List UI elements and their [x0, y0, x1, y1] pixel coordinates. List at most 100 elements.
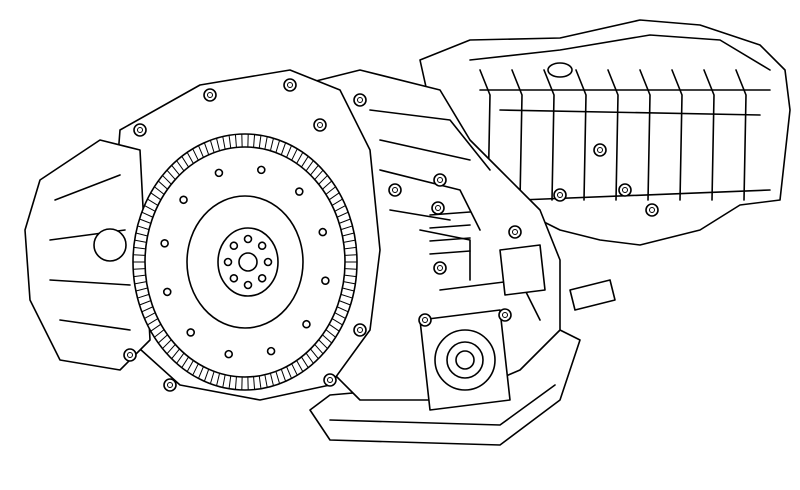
gear-tooth — [144, 205, 156, 212]
bolt-center — [502, 312, 508, 318]
bolt-center — [127, 352, 133, 358]
gear-tooth — [339, 300, 351, 306]
gear-tooth — [133, 254, 146, 256]
bolt-center — [597, 147, 603, 153]
rib — [575, 69, 587, 201]
gear-tooth — [166, 344, 176, 355]
gear-tooth — [342, 287, 355, 292]
flywheel-hole — [321, 276, 330, 285]
gear-tooth — [296, 360, 304, 372]
gear-tooth — [331, 198, 343, 206]
gear-tooth — [144, 312, 156, 319]
gear-tooth — [154, 186, 165, 195]
bolt-head — [123, 348, 137, 362]
flywheel-hole — [160, 239, 169, 248]
gear-tooth — [328, 192, 340, 201]
cooler-line-fitting — [569, 279, 616, 311]
rib — [543, 69, 555, 201]
gear-tooth — [258, 375, 262, 389]
gear-tooth — [228, 375, 232, 389]
gear-tooth — [331, 318, 343, 326]
gear-tooth — [328, 323, 340, 332]
gear-tooth — [322, 334, 333, 344]
gear-tooth — [275, 140, 281, 153]
gear-tooth — [176, 160, 185, 172]
bolt-head — [323, 373, 337, 387]
gear-tooth — [139, 218, 151, 224]
gear-tooth — [336, 211, 349, 218]
bolt-head — [353, 323, 367, 337]
gear-tooth — [186, 152, 194, 164]
bolt-center — [327, 377, 333, 383]
bolt-center — [357, 97, 363, 103]
bolt-head — [508, 225, 522, 239]
hub-bolt-hole — [257, 241, 267, 251]
bolt-center — [557, 192, 563, 198]
gear-tooth — [157, 334, 168, 344]
gear-tooth — [291, 148, 298, 161]
bolt-center — [435, 205, 441, 211]
flywheel-hole — [256, 165, 266, 175]
gear-tooth — [310, 164, 319, 176]
hub-bolt-hole — [223, 257, 233, 267]
gear-tooth — [203, 142, 210, 156]
bolt-head — [433, 261, 447, 275]
gear-tooth — [344, 274, 357, 278]
housing-bolts — [123, 78, 659, 392]
bolt-center — [317, 122, 323, 128]
filler-plug — [547, 62, 573, 78]
gear-tooth — [234, 376, 237, 390]
gear-tooth — [141, 211, 154, 218]
gear-tooth — [336, 306, 349, 313]
bolt-center — [167, 382, 173, 388]
gear-tooth — [314, 169, 324, 180]
gear-tooth — [203, 368, 210, 382]
gear-tooth — [343, 281, 356, 285]
rib — [671, 69, 683, 201]
gear-tooth — [209, 140, 215, 153]
bolt-head — [313, 118, 327, 132]
bolt-head — [618, 183, 632, 197]
flywheel — [132, 133, 358, 391]
flywheel-hole — [294, 187, 304, 196]
bolt-head — [133, 123, 147, 137]
gear-tooth — [286, 145, 292, 158]
gear-tooth — [301, 356, 309, 368]
gear-tooth — [134, 239, 147, 243]
gear-tooth — [264, 136, 268, 150]
gear-tooth — [322, 180, 333, 190]
gear-tooth — [228, 135, 232, 149]
gear-tooth — [135, 232, 148, 237]
gear-tooth — [222, 136, 226, 150]
gear-tooth — [133, 268, 146, 270]
hub-bolt-hole — [243, 280, 253, 290]
hub-bolt-hole — [229, 273, 239, 283]
rib — [735, 69, 747, 201]
rib — [607, 69, 619, 201]
gear-tooth — [269, 138, 274, 151]
gear-tooth — [258, 135, 262, 149]
gear-tooth — [181, 356, 189, 368]
bolt-head — [388, 183, 402, 197]
bolt-center — [512, 229, 518, 235]
bolt-center — [437, 177, 443, 183]
gear-tooth — [162, 339, 172, 349]
flywheel-hole — [186, 328, 196, 337]
hub-bolt-hole — [263, 257, 273, 267]
gear-tooth — [176, 352, 185, 364]
bolt-center — [207, 92, 213, 98]
gear-tooth — [192, 363, 199, 376]
gear-tooth — [334, 205, 346, 212]
bolt-head — [593, 143, 607, 157]
gear-tooth — [344, 268, 357, 270]
bolt-holes — [160, 165, 330, 359]
bolt-center — [437, 265, 443, 271]
bolt-head — [553, 188, 567, 202]
bolt-head — [433, 173, 447, 187]
gear-tooth — [171, 164, 180, 176]
bolt-center — [422, 317, 428, 323]
hub-bolt-hole — [243, 234, 253, 244]
gear-tooth — [147, 318, 159, 326]
gear-tooth — [314, 344, 324, 355]
